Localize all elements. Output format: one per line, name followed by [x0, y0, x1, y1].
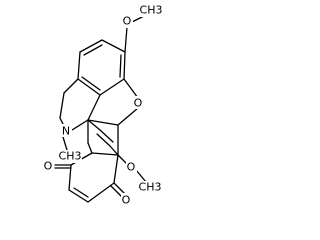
bond	[87, 94, 101, 121]
methyl-top-label: CH3	[140, 4, 163, 17]
bond	[77, 78, 101, 96]
bond	[77, 51, 81, 80]
bond	[68, 189, 89, 203]
bond	[117, 154, 128, 165]
bond	[59, 92, 65, 119]
bond	[83, 44, 103, 56]
bond	[71, 119, 89, 131]
bond	[117, 107, 139, 126]
bond	[124, 26, 128, 53]
bond-group	[54, 13, 149, 203]
bond	[91, 152, 119, 156]
oxygen-ketone-right-label: O	[122, 194, 131, 207]
bond	[87, 119, 101, 131]
bond	[96, 133, 111, 147]
methyl-bottom-label: CH3	[139, 181, 162, 194]
oxygen-ketone-left-label: O	[44, 160, 53, 173]
bond	[79, 39, 103, 53]
bond	[87, 142, 93, 154]
bond	[123, 78, 139, 99]
bond	[113, 154, 119, 184]
bond	[63, 78, 79, 94]
bond	[99, 129, 114, 143]
chemical-structure: O CH3 O N CH3 O CH3 O O	[43, 4, 163, 207]
bond	[87, 182, 115, 203]
bond	[119, 54, 122, 78]
bond	[81, 76, 101, 91]
atom-label-group: O CH3 O N CH3 O CH3 O O	[43, 4, 163, 207]
oxygen-methoxy-label: O	[127, 161, 136, 174]
bond	[62, 136, 68, 151]
nitrogen-label: N	[62, 125, 70, 138]
bond	[73, 187, 89, 198]
methyl-n-label: CH3	[59, 150, 82, 163]
bond	[68, 164, 72, 191]
bond	[123, 51, 126, 80]
bond	[113, 182, 126, 195]
bond	[135, 169, 147, 183]
oxygen-ring-label: O	[134, 97, 143, 110]
bond	[110, 185, 123, 198]
bond	[99, 78, 125, 96]
bond	[87, 119, 119, 126]
oxygen-top-label: O	[123, 15, 132, 28]
bond	[109, 145, 119, 156]
bond	[101, 39, 126, 53]
